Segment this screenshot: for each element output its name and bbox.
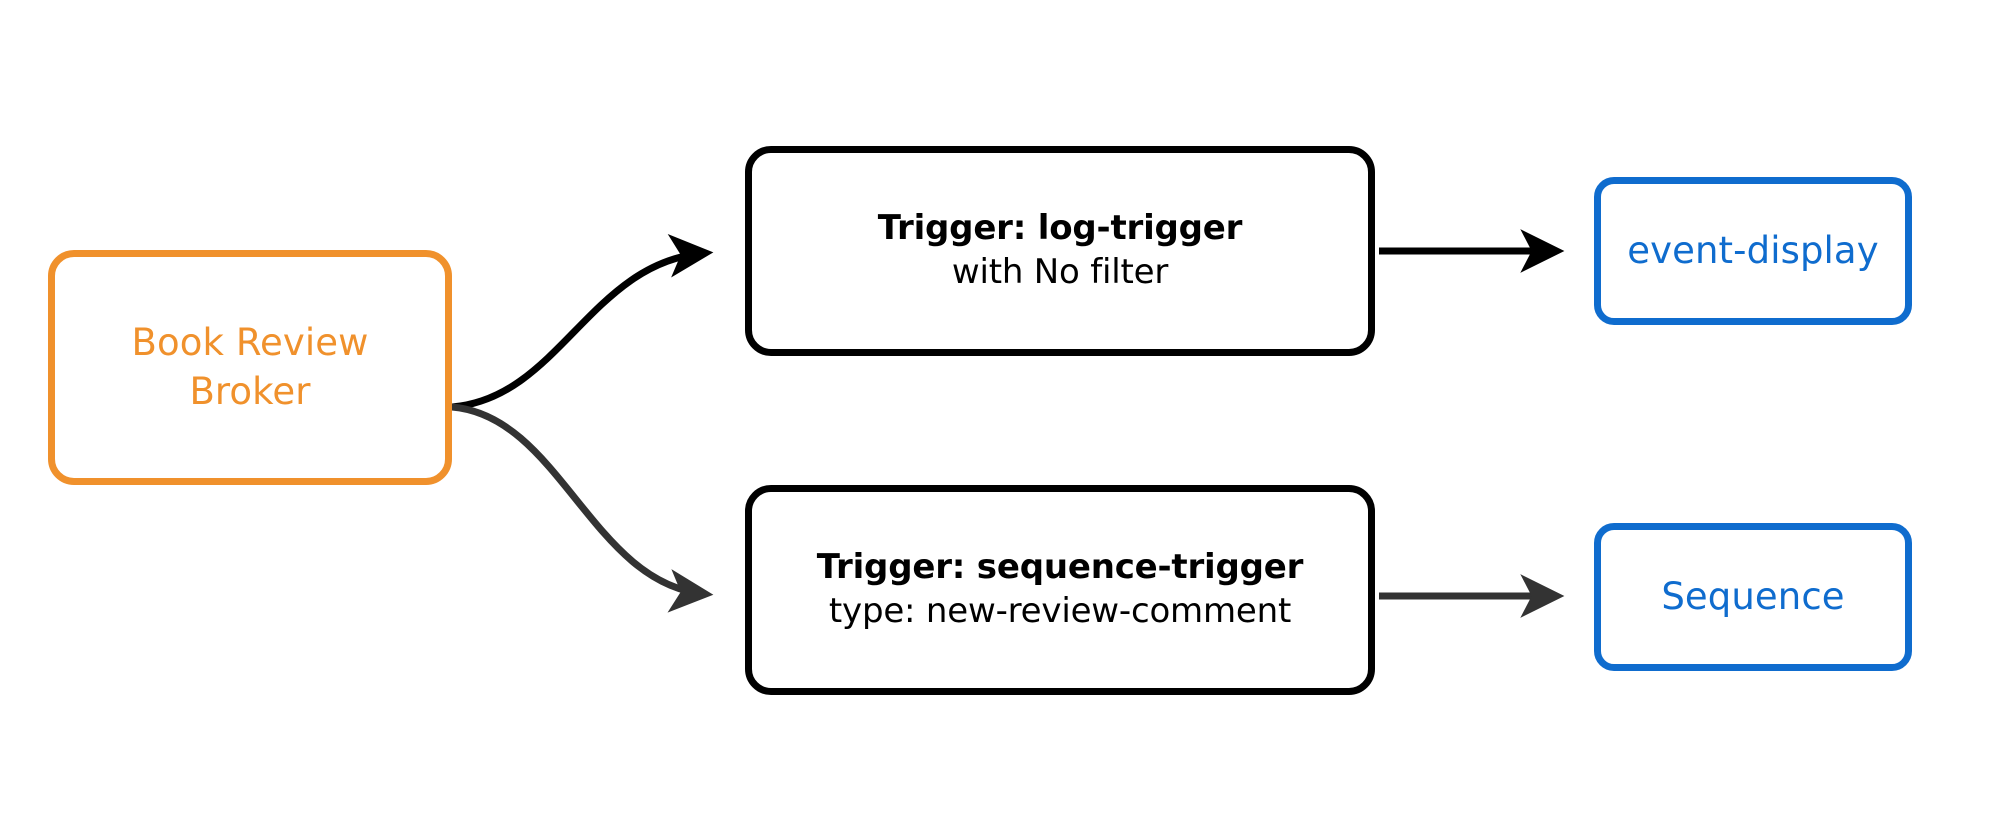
edge-broker-to-log-trigger [448,234,714,411]
sink-event-display-label: event-display [1627,229,1879,273]
trigger-log-detail: with No filter [951,252,1169,292]
node-sink-event-display[interactable]: event-display [1594,177,1912,325]
trigger-sequence-title: Trigger: sequence-trigger [816,547,1304,588]
trigger-log-title: Trigger: log-trigger [877,208,1243,249]
node-sink-sequence[interactable]: Sequence [1594,523,1912,671]
broker-label-line-1: Book Review [131,321,369,365]
broker-label-line-2: Broker [189,369,311,413]
trigger-sequence-detail: type: new-review-comment [828,591,1292,631]
edge-broker-to-sequence-trigger [448,403,714,613]
node-trigger-sequence-trigger[interactable]: Trigger: sequence-trigger type: new-revi… [745,485,1375,695]
sink-sequence-label: Sequence [1661,575,1845,619]
node-book-review-broker[interactable]: Book Review Broker [48,250,452,485]
node-trigger-log-trigger[interactable]: Trigger: log-trigger with No filter [745,146,1375,356]
